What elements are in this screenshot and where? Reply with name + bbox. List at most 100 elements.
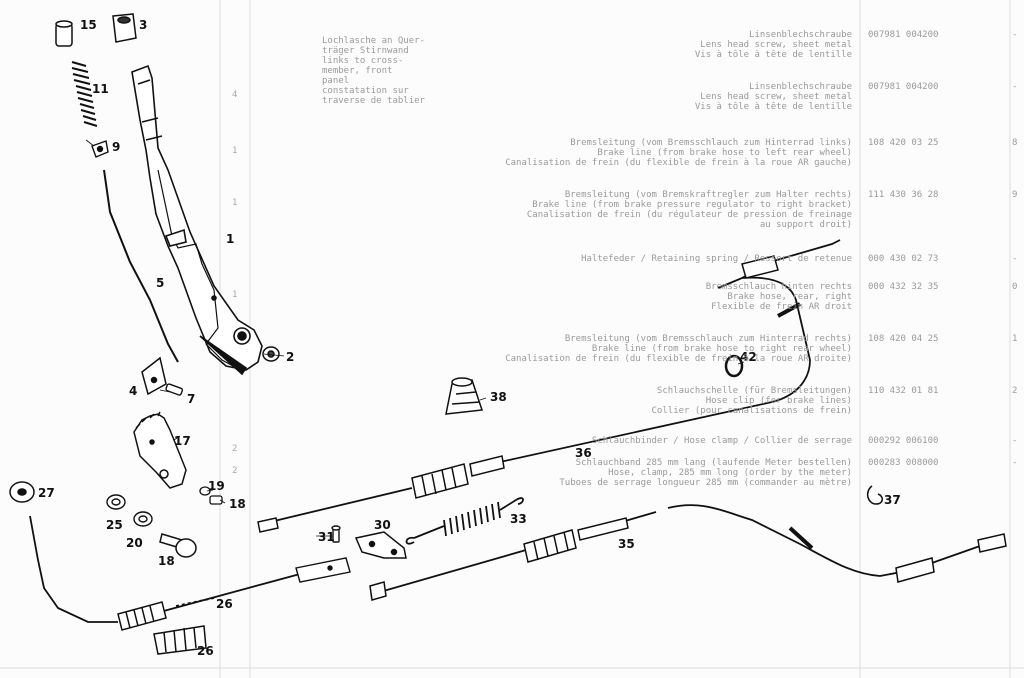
part-30-bracket bbox=[354, 531, 407, 559]
callout-4: 4 bbox=[129, 384, 138, 398]
table-row-position: - bbox=[1012, 30, 1018, 40]
table-row-position: - bbox=[1012, 458, 1018, 468]
table-row-description-line: Collier (pour canalisations de frein) bbox=[651, 406, 852, 416]
part-27-ferrule bbox=[9, 481, 35, 503]
table-row-quantity: 1 bbox=[232, 146, 238, 156]
part-38-boot bbox=[445, 377, 484, 415]
table-row-description-line: Schlauchschelle (für Bremsleitungen) bbox=[656, 386, 852, 396]
part-5-rod bbox=[103, 169, 179, 363]
callout-3: 3 bbox=[139, 18, 148, 32]
part-35-cable-boot bbox=[369, 517, 1007, 601]
table-row-description-line: Bremsschlauch hinten rechts bbox=[705, 282, 852, 292]
table-row-part-number: 007981 004200 bbox=[868, 82, 939, 92]
part-16-screw bbox=[209, 495, 223, 505]
part-37-clip bbox=[866, 485, 883, 505]
table-row-description-line: Linsenblechschraube bbox=[749, 82, 852, 92]
table-row-description-line: Brake line (from brake pressure regulato… bbox=[532, 200, 852, 210]
part-1-handbrake-lever bbox=[131, 64, 263, 376]
table-row-description-line: Schlauchband 285 mm lang (laufende Meter… bbox=[575, 458, 852, 468]
table-row-quantity: 4 bbox=[232, 90, 238, 100]
table-row-position: - bbox=[1012, 436, 1018, 446]
table-row-description-line: Tuboes de serrage longueur 285 mm (comma… bbox=[559, 478, 852, 488]
part-25-clevis bbox=[295, 557, 351, 583]
table-row-part-number: 111 430 36 28 bbox=[868, 190, 939, 200]
callout-10: 11 bbox=[92, 82, 109, 96]
table-side-note-line: constatation sur bbox=[322, 86, 409, 96]
leader-lines bbox=[85, 139, 745, 537]
table-side-note-line: member, front bbox=[322, 66, 393, 76]
table-row-position: 0 bbox=[1012, 282, 1018, 292]
table-row-part-number: 007981 004200 bbox=[868, 30, 939, 40]
part-36-cable-boot bbox=[257, 255, 801, 533]
callout-2: 2 bbox=[286, 350, 295, 364]
part-17-washer bbox=[199, 486, 211, 496]
callout-25: 26 bbox=[216, 597, 233, 611]
part-3-nut bbox=[112, 13, 137, 43]
table-row-description-line: Bremsleitung (vom Bremsschlauch zum Hint… bbox=[570, 138, 852, 148]
table-row-position: - bbox=[1012, 254, 1018, 264]
table-row-position: 1 bbox=[1012, 334, 1018, 344]
table-row-description-line: Vis à tôle à tête de lentille bbox=[694, 102, 852, 112]
table-row-part-number: 000292 006100 bbox=[868, 436, 939, 446]
table-row-description-line: Lens head screw, sheet metal bbox=[700, 92, 852, 102]
table-row-description-line: Canalisation de frein (du régulateur de … bbox=[526, 210, 852, 220]
callout-33: 33 bbox=[510, 512, 527, 526]
table-side-note-line: links to cross- bbox=[322, 56, 404, 66]
part-4-bracket bbox=[141, 356, 167, 396]
callout-37: 37 bbox=[884, 493, 901, 507]
callout-27: 27 bbox=[38, 486, 55, 500]
callout-26: 26 bbox=[197, 644, 214, 658]
table-row-quantity: 1 bbox=[232, 198, 238, 208]
part-42-ring bbox=[724, 354, 744, 378]
callout-7: 7 bbox=[187, 392, 196, 406]
table-row-part-number: 110 432 01 81 bbox=[868, 386, 939, 396]
table-row-position: - bbox=[1012, 82, 1018, 92]
part-25-cable-boot bbox=[117, 601, 167, 631]
table-row-quantity: 2 bbox=[232, 466, 238, 476]
callout-35: 35 bbox=[618, 537, 635, 551]
callout-11: 15 bbox=[80, 18, 97, 32]
part-10-spring bbox=[71, 61, 98, 127]
callout-19: 20 bbox=[126, 536, 143, 550]
table-row-description-line: Bremsleitung (vom Bremskraftregler zum H… bbox=[564, 190, 852, 200]
table-row-description-line: Lens head screw, sheet metal bbox=[700, 40, 852, 50]
table-side-note-line: panel bbox=[322, 76, 350, 86]
table-row-part-number: 000283 008000 bbox=[868, 458, 939, 468]
part-20-washer bbox=[106, 494, 126, 510]
part-26-rubber-boot bbox=[153, 625, 207, 655]
callout-18: 18 bbox=[158, 554, 175, 568]
part-35-cable bbox=[379, 504, 981, 593]
table-side-note-line: traverse de tablier bbox=[322, 96, 425, 106]
table-row-position: 8 bbox=[1012, 138, 1018, 148]
part-7-pin bbox=[165, 383, 184, 396]
table-row-part-number: 000 432 32 35 bbox=[868, 282, 939, 292]
table-row-description-line: Linsenblechschraube bbox=[749, 30, 852, 40]
table-row-part-number: 000 430 02 73 bbox=[868, 254, 939, 264]
callout-42: 42 bbox=[740, 350, 757, 364]
table-row-description-line: Brake line (from brake hose to left rear… bbox=[597, 148, 852, 158]
table-row-position: 9 bbox=[1012, 190, 1018, 200]
part-19-washer bbox=[133, 511, 153, 527]
part-31-pin bbox=[331, 525, 341, 543]
part-9-clip bbox=[91, 140, 109, 158]
table-row-part-number: 108 420 03 25 bbox=[868, 138, 939, 148]
callout-17: 19 bbox=[208, 479, 225, 493]
table-row-description-line: Bremsleitung (vom Bremsschlauch zum Hint… bbox=[564, 334, 852, 344]
callout-9: 9 bbox=[112, 140, 121, 154]
callout-1: 1 bbox=[226, 232, 235, 246]
table-row-description-line: Vis à tôle à tête de lentille bbox=[694, 50, 852, 60]
callout-15: 17 bbox=[174, 434, 191, 448]
part-15-ratchet-segment bbox=[133, 411, 187, 489]
callout-30: 30 bbox=[374, 518, 391, 532]
part-2-bushing bbox=[262, 346, 280, 362]
table-row-description-line: Brake hose, rear, right bbox=[727, 292, 852, 302]
table-row-description-line: Canalisation de frein (du flexible de fr… bbox=[505, 158, 852, 168]
table-row-description-line: Hose, clamp, 285 mm long (order by the m… bbox=[608, 468, 852, 478]
table-row-description-line: Canalisation de frein (du flexible de fr… bbox=[505, 354, 852, 364]
callout-20: 25 bbox=[106, 518, 123, 532]
table-row-description-line: Flexible de frein AR droit bbox=[711, 302, 852, 312]
callout-36: 36 bbox=[575, 446, 592, 460]
callout-38: 38 bbox=[490, 390, 507, 404]
